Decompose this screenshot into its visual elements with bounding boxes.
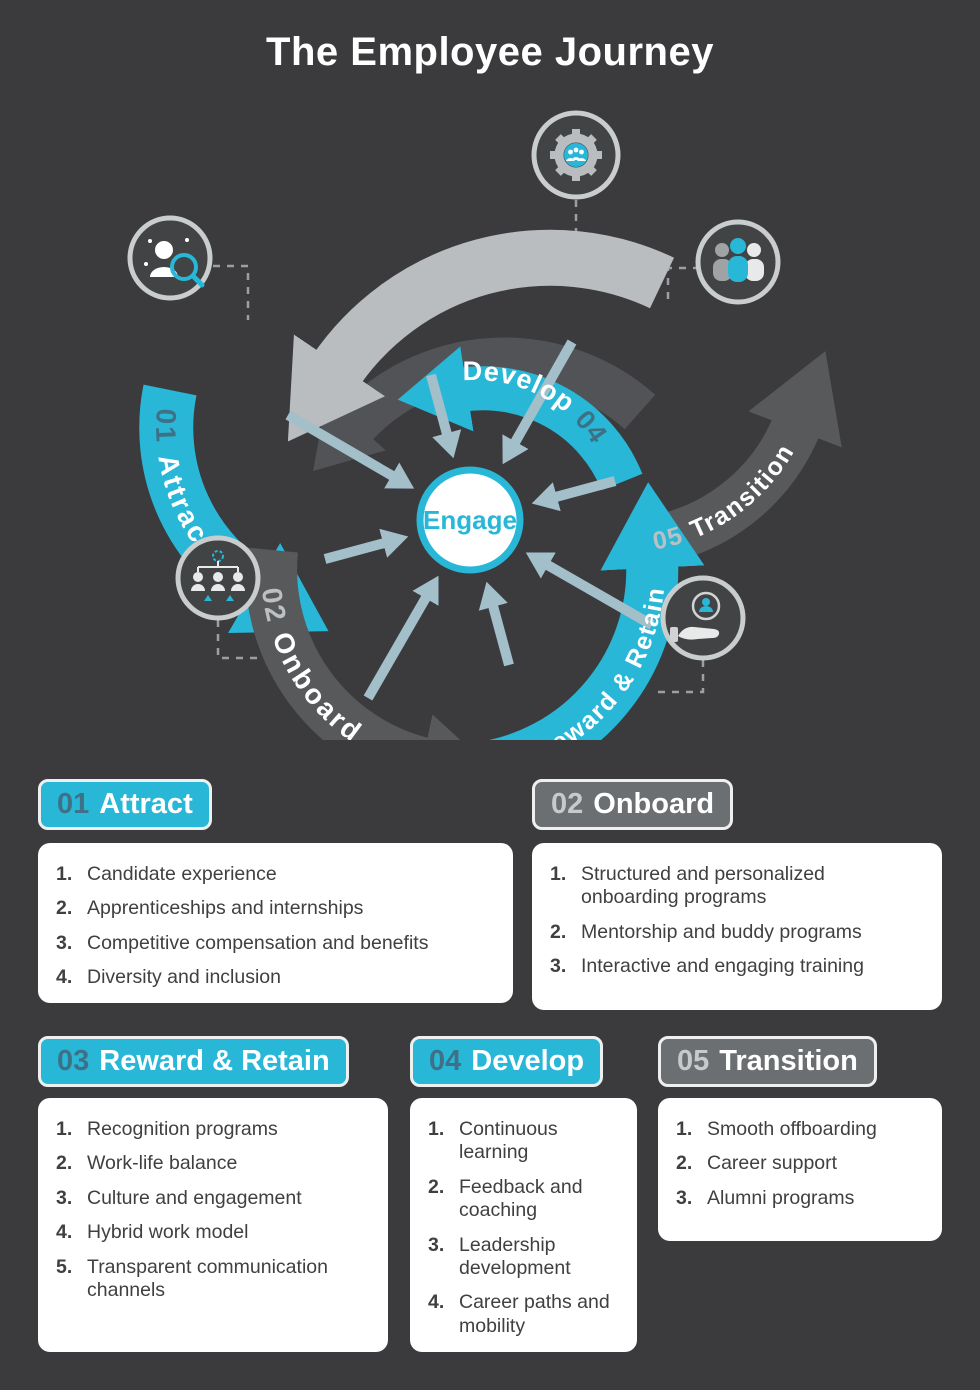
attract-section-number: 01 — [57, 788, 90, 820]
connector-line — [652, 660, 705, 694]
connector-line — [213, 264, 250, 320]
list-item: Apprenticeships and internships — [56, 897, 495, 920]
list-item: Career paths and mobility — [428, 1291, 619, 1338]
list-item: Competitive compensation and benefits — [56, 932, 495, 955]
spoke — [478, 581, 514, 667]
list-item-text: Transparent communication channels — [87, 1255, 328, 1301]
develop-card: Continuous learning Feedback and coachin… — [410, 1098, 637, 1352]
attract-item-list: Candidate experience Apprenticeships and… — [56, 863, 495, 990]
list-item-text: Smooth offboarding — [707, 1118, 877, 1140]
list-item: Culture and engagement — [56, 1187, 370, 1210]
develop-section-title: Develop — [471, 1045, 585, 1077]
list-item-text: Candidate experience — [87, 863, 277, 885]
attract-card: Candidate experience Apprenticeships and… — [38, 843, 513, 1003]
list-item-text: Hybrid work model — [87, 1221, 249, 1244]
list-item-text: Apprenticeships and internships — [87, 897, 364, 920]
develop-item-list: Continuous learning Feedback and coachin… — [428, 1118, 619, 1338]
list-item: Transparent communication channels — [56, 1256, 370, 1303]
develop-section-header: 04 Develop — [410, 1036, 604, 1088]
develop-section-number: 04 — [429, 1045, 462, 1077]
develop-arrow — [397, 346, 643, 491]
list-item-text: Competitive compensation and benefits — [87, 931, 429, 954]
reward-card: Recognition programs Work-life balance C… — [38, 1098, 388, 1352]
onboard-arrow — [245, 547, 505, 740]
reward-arrow — [488, 482, 705, 740]
org-structure-icon — [175, 535, 261, 621]
attract-section-title: Attract — [99, 788, 193, 820]
list-item-text: Feedback and coaching — [459, 1175, 583, 1222]
reward-section-number: 03 — [57, 1045, 90, 1077]
spoke — [502, 339, 577, 465]
spoke — [525, 552, 655, 630]
list-item-text: Career support — [707, 1152, 838, 1175]
list-item: Interactive and engaging training — [550, 955, 924, 978]
transition-section-header: 05 Transition — [658, 1036, 877, 1088]
spoke — [531, 476, 617, 512]
page-title: The Employee Journey — [266, 30, 714, 74]
engage-spokes — [285, 339, 655, 701]
engage-hub: Engage — [416, 466, 524, 574]
list-item: Continuous learning — [428, 1118, 619, 1165]
list-item: Smooth offboarding — [676, 1118, 924, 1141]
list-item: Candidate experience — [56, 863, 495, 886]
connector-line — [666, 266, 700, 302]
transition-section-title: Transition — [719, 1045, 858, 1077]
list-item-text: Structured and personalized onboarding p… — [581, 863, 825, 909]
list-item-text: Culture and engagement — [87, 1186, 302, 1209]
reward-section-header: 03 Reward & Retain — [38, 1036, 349, 1088]
list-item: Diversity and inclusion — [56, 966, 495, 989]
transition-section-number: 05 — [677, 1045, 710, 1077]
list-item-text: Continuous learning — [459, 1118, 558, 1164]
engage-circle — [416, 466, 524, 574]
list-item-text: Work-life balance — [87, 1152, 238, 1175]
reward-section-title: Reward & Retain — [99, 1045, 330, 1077]
list-item-text: Diversity and inclusion — [87, 966, 282, 989]
list-item-text: Leadership development — [459, 1233, 571, 1279]
list-item-text: Career paths and mobility — [459, 1291, 610, 1337]
care-hand-icon — [660, 575, 746, 661]
transition-card: Smooth offboarding Career support Alumni… — [658, 1098, 942, 1241]
workforce-group-icon — [695, 219, 781, 305]
list-item: Structured and personalized onboarding p… — [550, 863, 924, 910]
reward-item-list: Recognition programs Work-life balance C… — [56, 1118, 370, 1302]
candidate-search-icon — [127, 215, 213, 301]
list-item: Work-life balance — [56, 1152, 370, 1175]
list-item: Hybrid work model — [56, 1221, 370, 1244]
list-item-text: Recognition programs — [87, 1118, 278, 1140]
attract-section-header: 01 Attract — [38, 779, 212, 831]
team-gear-icon — [531, 110, 621, 200]
spoke — [363, 575, 439, 701]
onboard-section-number: 02 — [551, 788, 584, 820]
spoke — [426, 373, 462, 459]
onboard-card: Structured and personalized onboarding p… — [532, 843, 942, 1010]
list-item: Career support — [676, 1152, 924, 1175]
list-item-text: Alumni programs — [707, 1186, 855, 1209]
background-loop-arrow — [313, 337, 656, 471]
list-item-text: Mentorship and buddy programs — [581, 920, 862, 943]
list-item: Alumni programs — [676, 1187, 924, 1210]
list-item: Feedback and coaching — [428, 1176, 619, 1223]
onboard-item-list: Structured and personalized onboarding p… — [550, 863, 924, 979]
onboard-section-header: 02 Onboard — [532, 779, 734, 831]
spoke — [285, 410, 415, 489]
onboard-section-title: Onboard — [593, 788, 715, 820]
list-item: Recognition programs — [56, 1118, 370, 1141]
list-item: Leadership development — [428, 1234, 619, 1281]
list-item-text: Interactive and engaging training — [581, 955, 864, 978]
outer-loop-arrow — [287, 229, 675, 442]
list-item: Mentorship and buddy programs — [550, 921, 924, 944]
transition-item-list: Smooth offboarding Career support Alumni… — [676, 1118, 924, 1210]
spoke — [323, 528, 409, 564]
engage-label: Engage — [423, 505, 517, 535]
